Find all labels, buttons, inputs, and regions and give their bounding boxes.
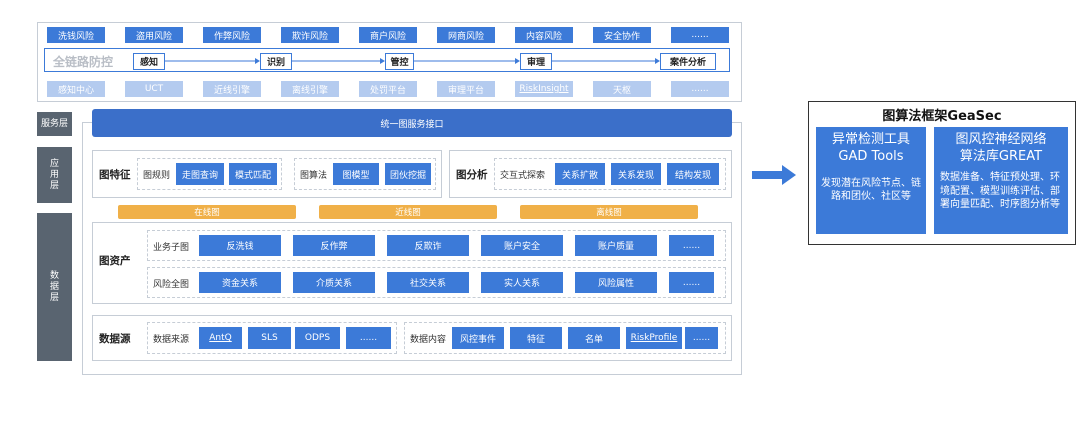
risk-type-chip: 商户风险: [359, 27, 417, 43]
graph-rule-label: 图规则: [143, 171, 171, 181]
data-content-item: ......: [685, 327, 718, 349]
biz-subgraph-item: 账户安全: [481, 235, 563, 256]
gad-tools-title-line: 异常检测工具: [831, 132, 910, 147]
platform-chip: 近线引擎: [203, 81, 261, 97]
graph-feature-title: 图特征: [99, 169, 131, 181]
app-layer-label: 应用层: [37, 147, 72, 203]
chain-label: 全链路防控: [53, 55, 114, 69]
gad-tools-title-line: GAD Tools: [838, 149, 904, 164]
data-content-label: 数据内容: [410, 335, 447, 345]
framework-title: 图算法框架GeaSec: [882, 109, 1002, 124]
graph-mode-online: 在线图: [118, 205, 296, 219]
stage-box: 案件分析: [660, 53, 716, 70]
risk-type-chip: ......: [671, 27, 729, 43]
platform-chip: 处罚平台: [359, 81, 417, 97]
risk-type-chip: 网商风险: [437, 27, 495, 43]
great-title-line: 算法库GREAT: [959, 149, 1043, 164]
data-origin-label: 数据来源: [153, 335, 190, 345]
data-origin-item: AntQ: [199, 327, 242, 349]
analysis-item: 关系发现: [611, 163, 661, 185]
great-title: 图风控神经网络 算法库GREAT: [934, 131, 1068, 165]
stage-box: 感知: [133, 53, 165, 70]
risk-type-chip: 内容风险: [515, 27, 573, 43]
graph-mode-offline: 离线图: [520, 205, 698, 219]
risk-type-chip: 安全协作: [593, 27, 651, 43]
data-content-item: 特征: [510, 327, 562, 349]
biz-subgraph-item: 反作弊: [293, 235, 375, 256]
stage-box: 识别: [260, 53, 292, 70]
data-origin-item: SLS: [248, 327, 291, 349]
great-desc: 数据准备、特征预处理、环境配置、模型训练评估、部署向量匹配、时序图分析等: [940, 172, 1060, 210]
risk-type-chip: 作弊风险: [203, 27, 261, 43]
analysis-item: 结构发现: [667, 163, 719, 185]
biz-subgraph-item: 反欺诈: [387, 235, 469, 256]
data-origin-item: ODPS: [295, 327, 340, 349]
biz-subgraph-item: 账户质量: [575, 235, 657, 256]
analysis-item: 关系扩散: [555, 163, 605, 185]
platform-chip: 离线引擎: [281, 81, 339, 97]
biz-subgraph-label: 业务子图: [153, 243, 190, 253]
risk-graph-item: 介质关系: [293, 272, 375, 293]
stage-box: 管控: [385, 53, 414, 70]
risk-graph-item: 实人关系: [481, 272, 563, 293]
rule-item: 模式匹配: [229, 163, 277, 185]
data-content-item: RiskProfile: [626, 327, 682, 349]
risk-graph-item: 风险属性: [575, 272, 657, 293]
data-source-title: 数据源: [99, 333, 131, 345]
risk-graph-item: 社交关系: [387, 272, 469, 293]
platform-chip: ......: [671, 81, 729, 97]
algo-item: 图模型: [333, 163, 379, 185]
rule-item: 走图查询: [176, 163, 224, 185]
service-interface-bar: 统一图服务接口: [92, 109, 732, 137]
risk-type-chip: 洗钱风险: [47, 27, 105, 43]
biz-subgraph-item: ......: [669, 235, 714, 256]
data-content-item: 风控事件: [452, 327, 504, 349]
right-arrow-icon: [752, 165, 796, 185]
risk-graph-item: 资金关系: [199, 272, 281, 293]
platform-chip: UCT: [125, 81, 183, 97]
platform-chip: 审理平台: [437, 81, 495, 97]
graph-analysis-title: 图分析: [456, 169, 488, 181]
gad-tools-desc: 发现潜在风险节点、链路和团伙、社区等: [821, 178, 921, 202]
gad-tools-title: 异常检测工具 GAD Tools: [816, 131, 926, 165]
data-layer-label: 数据层: [37, 213, 72, 361]
platform-chip: 感知中心: [47, 81, 105, 97]
great-title-line: 图风控神经网络: [955, 132, 1047, 147]
data-content-item: 名单: [568, 327, 620, 349]
platform-chip: 天枢: [593, 81, 651, 97]
service-layer-label: 服务层: [37, 112, 72, 136]
great-card: [934, 127, 1068, 234]
graph-mode-nearline: 近线图: [319, 205, 497, 219]
biz-subgraph-item: 反洗钱: [199, 235, 281, 256]
gad-tools-card: [816, 127, 926, 234]
risk-graph-label: 风险全图: [153, 280, 190, 290]
data-origin-item: ......: [346, 327, 391, 349]
graph-assets-title: 图资产: [99, 255, 131, 267]
risk-graph-item: ......: [669, 272, 714, 293]
algo-item: 团伙挖掘: [385, 163, 431, 185]
graph-algo-label: 图算法: [300, 171, 328, 181]
risk-type-chip: 盗用风险: [125, 27, 183, 43]
stage-box: 审理: [520, 53, 552, 70]
risk-type-chip: 欺诈风险: [281, 27, 339, 43]
platform-chip: RiskInsight: [515, 81, 573, 97]
interactive-explore-label: 交互式探索: [500, 171, 546, 181]
